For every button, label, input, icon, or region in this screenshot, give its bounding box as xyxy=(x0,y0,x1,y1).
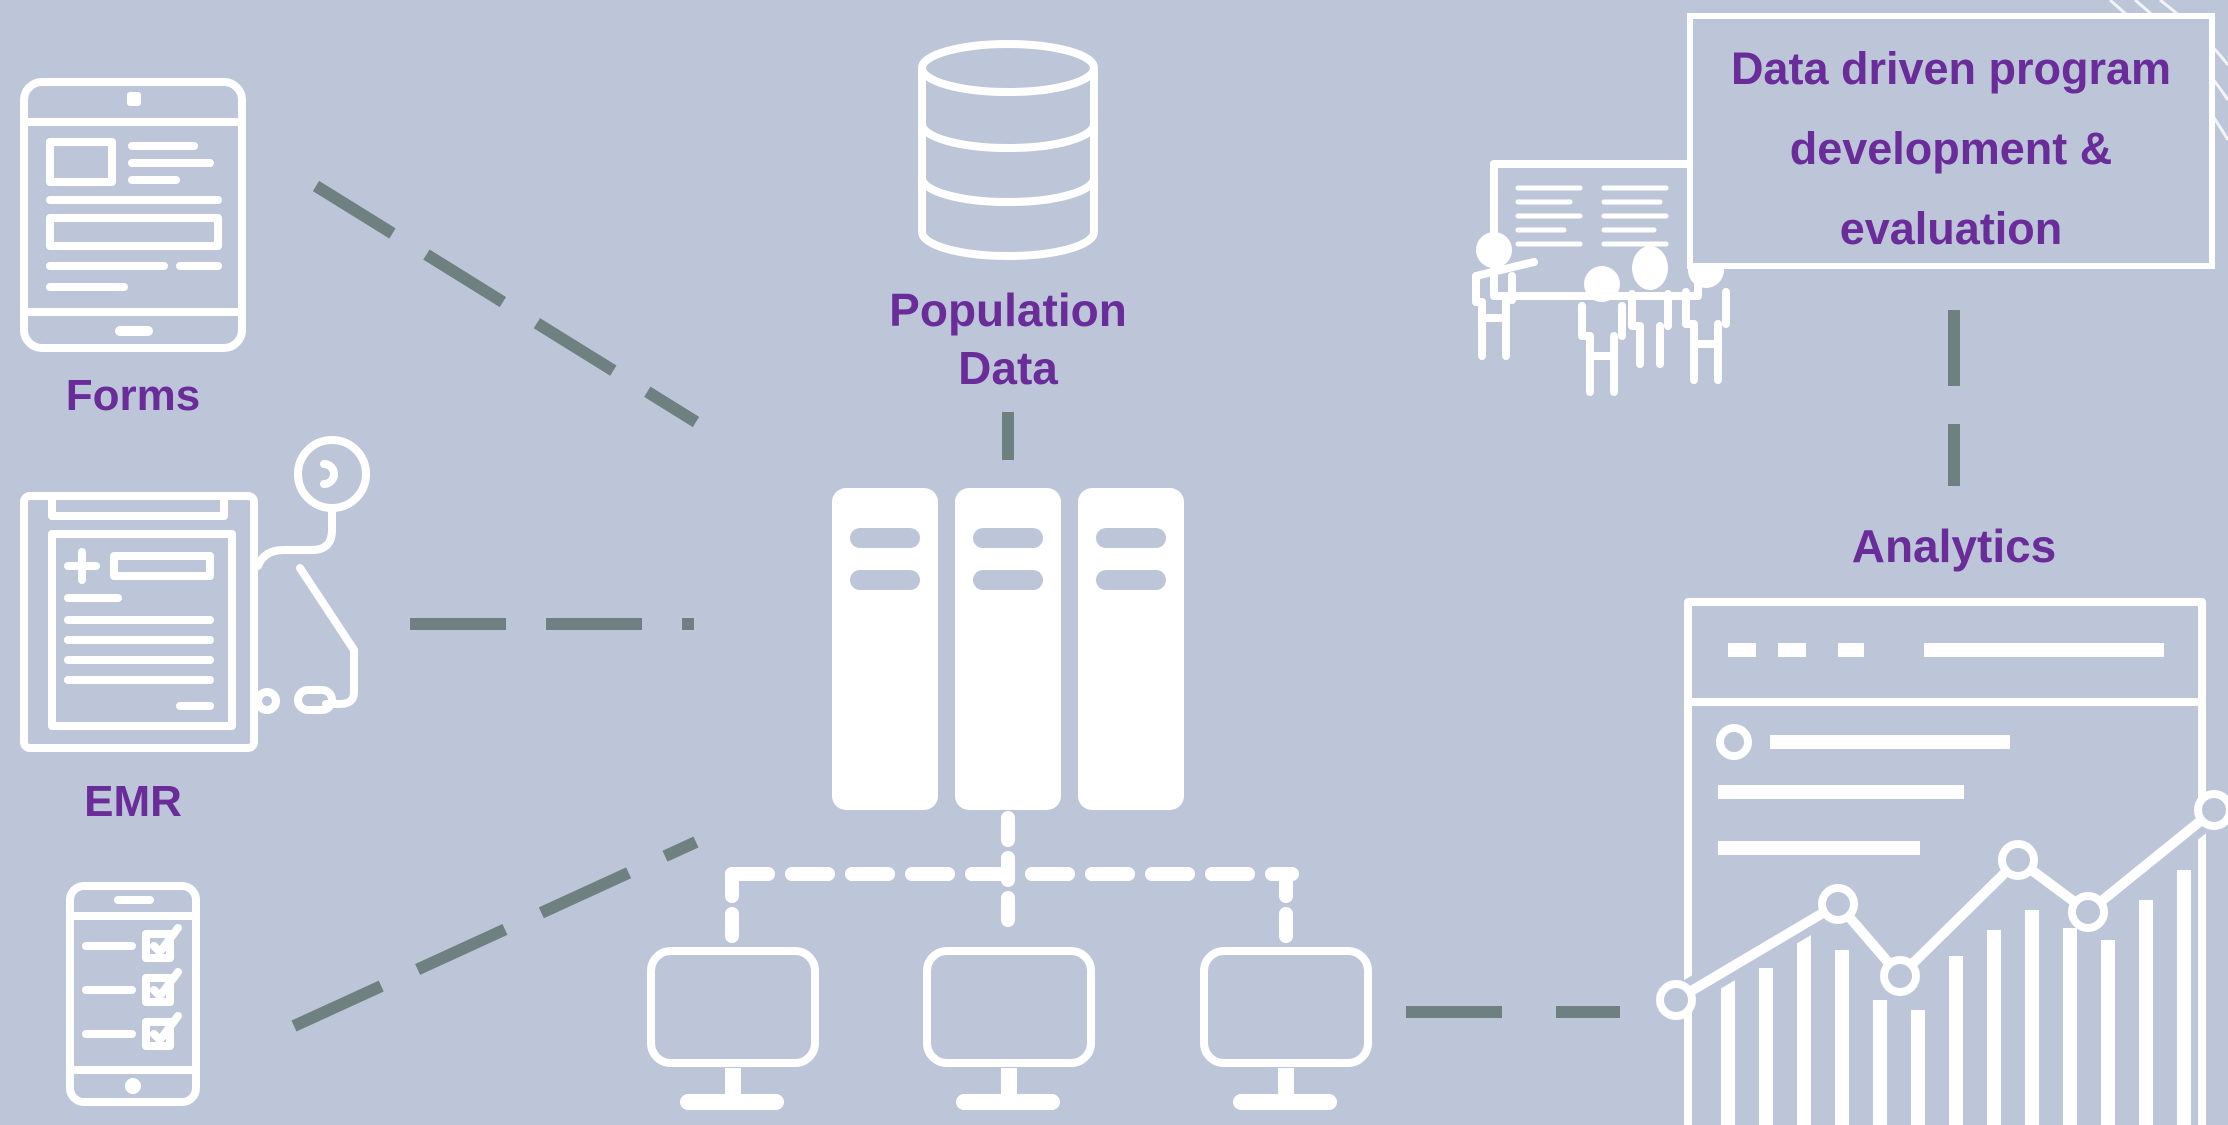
monitor-icon xyxy=(923,947,1095,1110)
monitor-icon xyxy=(1200,947,1372,1110)
database-icon xyxy=(918,40,1098,260)
tablet-form-icon xyxy=(20,78,246,352)
connector-forms-servers xyxy=(312,180,700,428)
program-box xyxy=(1687,13,2215,269)
forms-label: Forms xyxy=(66,371,200,420)
analytics-dashboard-icon xyxy=(1656,598,2228,1125)
analytics-label: Analytics xyxy=(1852,520,2057,572)
emr-label: EMR xyxy=(84,777,182,826)
program-label-line2: development & xyxy=(1790,123,2113,174)
program-label-line3: evaluation xyxy=(1840,203,2063,254)
server-rack-icon xyxy=(832,488,1184,810)
monitor-icon xyxy=(647,947,819,1110)
program-label-line1: Data driven program xyxy=(1731,43,2171,94)
mobile-checklist-icon xyxy=(66,882,200,1106)
population-data-label-line2: Data xyxy=(958,342,1058,394)
network-links xyxy=(725,811,1299,943)
connector-mobile-servers xyxy=(291,836,699,1032)
presentation-audience-icon xyxy=(1472,160,1730,396)
clipboard-stethoscope-icon xyxy=(20,436,370,752)
population-data-label-line1: Population xyxy=(889,284,1127,336)
